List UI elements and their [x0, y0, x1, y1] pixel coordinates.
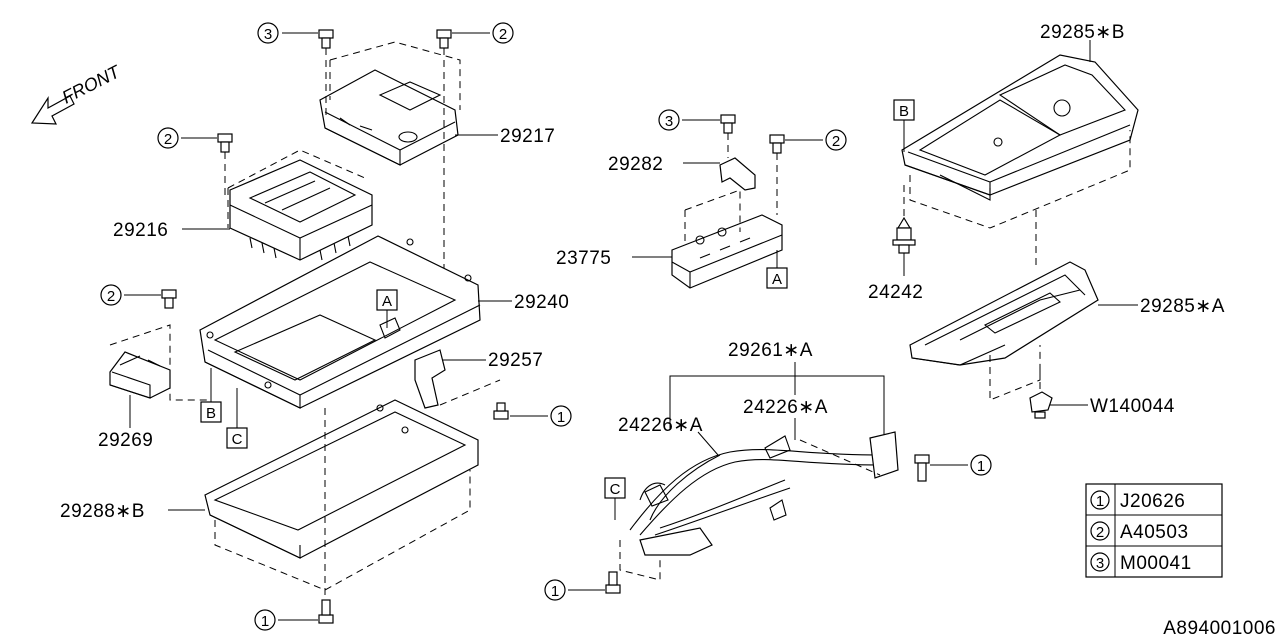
ref-circle-1: [550, 405, 572, 427]
ref-letter-B: B: [206, 405, 216, 422]
ref-circle-2: [100, 284, 122, 306]
part-label-29285a: 29285∗A: [1140, 296, 1225, 317]
ref-letter-C: C: [610, 481, 621, 498]
module-29217-drawing: [319, 69, 459, 166]
cover-29285a-drawing: [909, 261, 1099, 366]
part-label-29285b: 29285∗B: [1040, 22, 1125, 43]
tray-29240-drawing: [199, 235, 481, 409]
part-label-29257: 29257: [488, 350, 543, 371]
ref-number-2: 2: [107, 288, 115, 305]
front-label: FRONT: [59, 61, 125, 108]
part-label-29282: 29282: [608, 154, 663, 175]
legend-table: [1085, 483, 1223, 578]
part-label-24242: 24242: [868, 282, 923, 303]
ref-number-3: 3: [665, 113, 673, 130]
bolt-icon: [436, 29, 452, 49]
bolt-icon: [217, 133, 233, 153]
part-label-29288b: 29288∗B: [60, 501, 145, 522]
part-label-29269: 29269: [98, 430, 153, 451]
bolt-icon: [318, 29, 334, 49]
ref-circle-1: [970, 454, 992, 476]
ref-number-2: 2: [499, 26, 507, 43]
legend-code-2: A40503: [1120, 522, 1189, 543]
ref-letter-A: A: [772, 271, 782, 288]
ref-number-1: 1: [557, 409, 565, 426]
ref-number-2: 2: [164, 131, 172, 148]
unit-23775-drawing: [671, 214, 783, 289]
ref-circle-2: [157, 127, 179, 149]
ref-circle-2: [825, 129, 847, 151]
diagram-id: A894001006: [1163, 618, 1276, 639]
ref-number-1: 1: [977, 458, 985, 475]
unit-29216-drawing: [229, 159, 373, 261]
legend-num-2: 2: [1096, 524, 1104, 541]
ref-number-1: 1: [551, 583, 559, 600]
part-label-w140044: W140044: [1090, 396, 1175, 417]
front-arrow-icon: [30, 95, 75, 125]
ref-number-1: 1: [261, 613, 269, 630]
bolt-icon: [318, 599, 334, 624]
part-label-29216: 29216: [113, 220, 168, 241]
bolt-icon: [493, 402, 509, 420]
part-label-29261a: 29261∗A: [728, 340, 813, 361]
clip-w140044-drawing: [1029, 391, 1053, 419]
bracket-29257-drawing: [414, 349, 446, 409]
part-label-29240: 29240: [514, 292, 569, 313]
harness-29261a-drawing: [629, 431, 899, 556]
cover-29285b-drawing: [901, 54, 1139, 201]
bolt-icon: [769, 134, 785, 154]
bolt-icon: [161, 289, 177, 309]
bolt-icon: [720, 114, 736, 134]
legend-code-3: M00041: [1120, 553, 1192, 574]
bolt-icon: [914, 454, 930, 482]
ref-circle-1: [544, 579, 566, 601]
legend-num-1: 1: [1096, 493, 1104, 510]
ref-letter-C: C: [232, 431, 243, 448]
legend-num-3: 3: [1096, 555, 1104, 572]
ref-circle-3: [658, 109, 680, 131]
legend-code-1: J20626: [1120, 491, 1185, 512]
ref-circle-2: [492, 22, 514, 44]
cover-29288b-drawing: [204, 399, 479, 559]
bolt-icon: [605, 571, 621, 594]
ref-number-2: 2: [832, 133, 840, 150]
ref-number-3: 3: [264, 26, 272, 43]
ref-circle-1: [254, 609, 276, 631]
bracket-29282-drawing: [719, 157, 756, 191]
part-label-24226a-right: 24226∗A: [743, 397, 828, 418]
ref-letter-A: A: [382, 293, 392, 310]
part-label-29217: 29217: [500, 126, 555, 147]
part-label-24226a-left: 24226∗A: [618, 415, 703, 436]
ref-circle-3: [257, 22, 279, 44]
part-label-23775: 23775: [556, 248, 611, 269]
clip-24242-drawing: [892, 216, 916, 254]
ref-letter-B: B: [899, 103, 909, 120]
bracket-29269-drawing: [109, 351, 171, 399]
